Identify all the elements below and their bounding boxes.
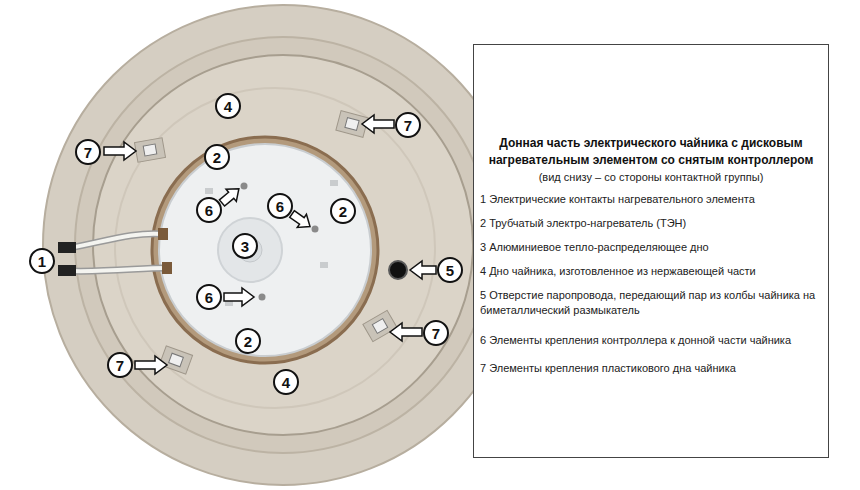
aluminium-plate — [159, 144, 371, 356]
screw — [312, 226, 319, 233]
plate-tab — [330, 180, 338, 186]
legend-panel: Донная часть электрического чайника с ди… — [473, 44, 829, 458]
callout-circle: 7 — [75, 139, 101, 165]
legend-item: 6 Элементы крепления контроллера к донно… — [480, 333, 822, 348]
legend-item: 5 Отверстие паропровода, передающий пар … — [480, 288, 822, 318]
callout-circle: 5 — [437, 257, 463, 283]
callout-circle: 6 — [196, 284, 222, 310]
callout-number: 6 — [205, 203, 213, 218]
callout-number: 3 — [241, 239, 249, 254]
heater-contact — [162, 262, 172, 274]
callout-number: 6 — [276, 199, 284, 214]
legend-item: 7 Элементы крепления пластикового дна ча… — [480, 361, 822, 376]
wire-outline — [70, 268, 166, 271]
callout-circle: 2 — [330, 198, 356, 224]
wire — [70, 234, 162, 248]
callout-number: 7 — [432, 326, 440, 341]
clip — [363, 310, 397, 341]
legend-item: 2 Трубчатый электро-нагреватель (ТЭН) — [480, 216, 822, 231]
heater-ring — [152, 137, 378, 363]
plate-tab — [205, 188, 213, 194]
legend-item: 1 Электрические контакты нагревательного… — [480, 192, 822, 207]
callout-circle: 4 — [273, 369, 299, 395]
callout-number: 4 — [282, 375, 290, 390]
heater-contact — [158, 228, 168, 240]
plate-center — [218, 218, 282, 282]
callout-arrow — [224, 288, 254, 306]
clip — [159, 346, 192, 374]
callout-number: 7 — [84, 145, 92, 160]
wire — [70, 268, 166, 271]
callout-arrow — [390, 323, 422, 341]
terminal — [58, 265, 76, 276]
callout-arrow — [410, 261, 436, 279]
callout-circle: 2 — [235, 328, 261, 354]
kettle-ring — [75, 37, 491, 453]
panel-subheading: (вид снизу – со стороны контактной групп… — [480, 170, 822, 184]
callout-number: 1 — [38, 254, 46, 269]
callout-number: 6 — [205, 290, 213, 305]
callout-number: 2 — [213, 150, 221, 165]
callout-number: 2 — [339, 204, 347, 219]
bottom-groove — [115, 88, 435, 408]
kettle-bottom — [93, 55, 473, 435]
screw — [259, 294, 266, 301]
callout-circle: 6 — [196, 197, 222, 223]
callout-number: 7 — [116, 358, 124, 373]
callout-number: 5 — [446, 263, 454, 278]
legend-item: 3 Алюминиевое тепло-распределяющее дно — [480, 240, 822, 255]
callout-circle: 1 — [29, 248, 55, 274]
callout-number: 7 — [404, 118, 412, 133]
callout-arrow — [362, 115, 394, 133]
callout-number: 2 — [244, 334, 252, 349]
wire-outline — [70, 234, 162, 248]
plate-tab — [320, 262, 328, 268]
terminal — [58, 242, 76, 253]
callout-circle: 7 — [423, 320, 449, 346]
callout-circle: 6 — [267, 193, 293, 219]
kettle-rim — [43, 5, 523, 485]
panel-heading: Донная часть электрического чайника с ди… — [480, 135, 822, 169]
clip — [134, 138, 165, 163]
legend-item: 4 Дно чайника, изготовленное из нержавею… — [480, 264, 822, 279]
callout-arrow — [135, 356, 167, 374]
callout-circle: 2 — [204, 144, 230, 170]
steam-hole — [389, 261, 407, 279]
callout-circle: 7 — [107, 352, 133, 378]
callout-circle: 3 — [232, 233, 258, 259]
screw — [241, 183, 248, 190]
callout-circle: 7 — [395, 112, 421, 138]
callout-circle: 4 — [215, 93, 241, 119]
callout-arrow — [104, 142, 136, 160]
callout-number: 4 — [224, 99, 232, 114]
